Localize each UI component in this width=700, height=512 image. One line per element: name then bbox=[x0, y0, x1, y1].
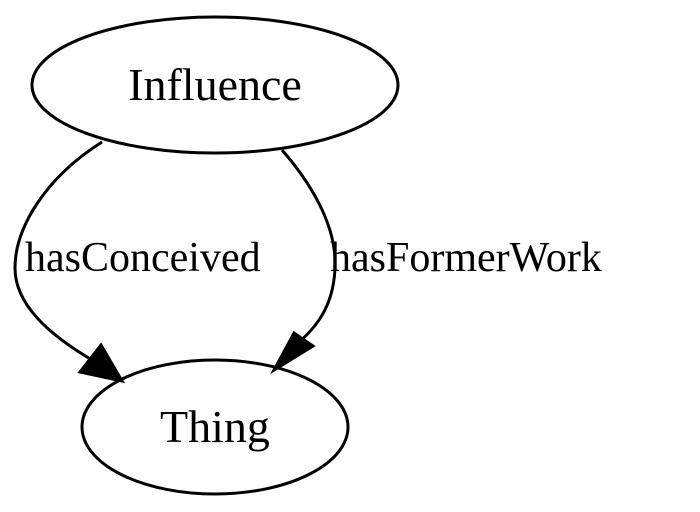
edge-has-former-work-arrowhead bbox=[270, 330, 316, 375]
edge-has-conceived[interactable]: hasConceived bbox=[13, 140, 261, 384]
node-thing[interactable]: Thing bbox=[80, 358, 350, 496]
edge-has-conceived-label: hasConceived bbox=[25, 235, 261, 281]
node-influence-shape bbox=[30, 15, 400, 155]
node-influence-label: Influence bbox=[128, 59, 302, 110]
node-thing-label: Thing bbox=[160, 401, 270, 452]
edge-has-former-work-line bbox=[280, 149, 337, 348]
node-thing-shape bbox=[80, 358, 350, 496]
edge-has-former-work[interactable]: hasFormerWork bbox=[270, 149, 602, 375]
edge-has-conceived-line bbox=[13, 140, 103, 362]
edge-has-former-work-label: hasFormerWork bbox=[330, 235, 602, 281]
node-influence[interactable]: Influence bbox=[30, 15, 400, 155]
edge-has-conceived-arrowhead bbox=[77, 342, 126, 384]
